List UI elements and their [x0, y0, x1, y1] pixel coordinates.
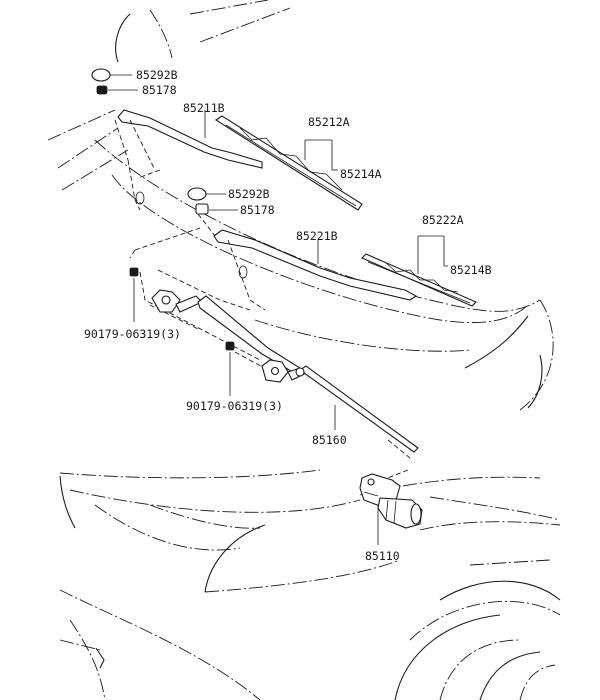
label-arm-lh: 85221B: [296, 229, 338, 243]
wiper-arm-85221b: [213, 229, 418, 301]
part-number-labels: 85292B 85178 85211B 85212A 85214A 85292B…: [84, 68, 492, 563]
bolt-90179-upper: [129, 267, 139, 322]
wiper-blade-85222a: [361, 235, 477, 307]
label-blade-rh: 85212A: [308, 115, 350, 129]
wiper-motor-85110: [359, 473, 423, 545]
nut-85178-upper: [96, 85, 138, 95]
bolt-90179-lower: [225, 341, 235, 396]
wiper-blade-85212a: [214, 115, 363, 211]
label-link: 85160: [312, 433, 347, 447]
label-bolt-upper: 90179-06319(3): [84, 327, 181, 341]
label-rubber-rh: 85214A: [340, 167, 382, 181]
label-cap-lower: 85292B: [228, 187, 270, 201]
nut-85178-lower: [195, 203, 238, 215]
wiper-linkage-85160: [151, 289, 419, 453]
cap-85292b-lower: [187, 187, 226, 201]
cap-85292b-upper: [91, 68, 132, 82]
label-blade-lh: 85222A: [422, 213, 464, 227]
label-bolt-lower: 90179-06319(3): [186, 399, 283, 413]
label-nut-upper: 85178: [142, 83, 177, 97]
label-arm-rh: 85211B: [183, 101, 225, 115]
vehicle-body-outline: [47, 0, 561, 700]
label-cap-upper: 85292B: [136, 68, 178, 82]
label-rubber-lh: 85214B: [450, 263, 492, 277]
wiper-arm-85211b: [114, 109, 263, 171]
label-motor: 85110: [365, 549, 400, 563]
label-nut-lower: 85178: [240, 203, 275, 217]
